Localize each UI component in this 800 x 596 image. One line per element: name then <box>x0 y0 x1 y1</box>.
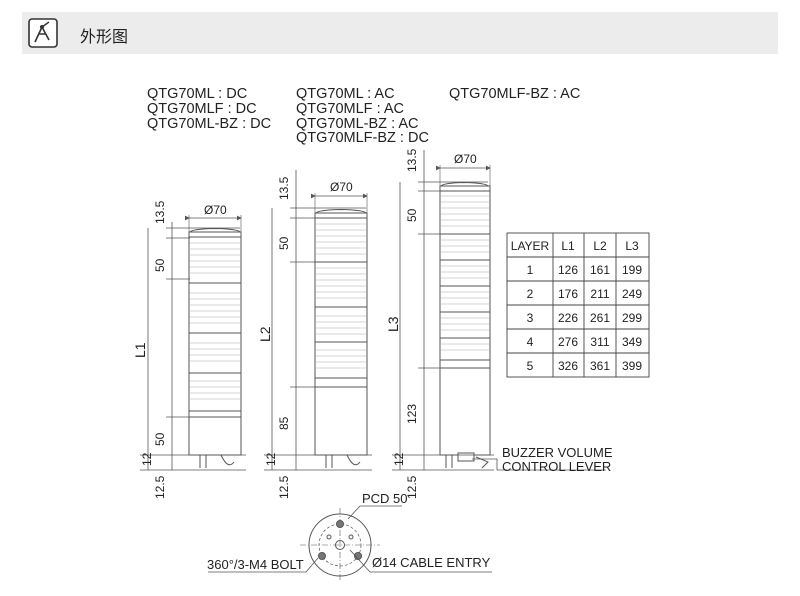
table-header: L1 <box>561 239 575 253</box>
bottom-height-label: 12.5 <box>277 475 291 499</box>
table-cell: 299 <box>622 311 642 325</box>
table-cell: 249 <box>622 287 642 301</box>
cap-height-label: 13.5 <box>405 148 419 172</box>
bottom-height-label: 12.5 <box>153 475 167 499</box>
pcd-label: PCD 50 <box>362 491 408 506</box>
base-height-label: 85 <box>277 416 291 430</box>
table-cell: 1 <box>527 263 534 277</box>
base-height-label: 123 <box>405 404 419 424</box>
table-cell: 261 <box>590 311 610 325</box>
table-cell: 2 <box>527 287 534 301</box>
table-cell: 361 <box>590 359 610 373</box>
tier-height-label: 50 <box>277 236 291 250</box>
model-label: QTG70ML : AC <box>296 86 395 102</box>
tower-1 <box>140 215 246 471</box>
foot-height-label: 12 <box>264 452 278 466</box>
bolt-label: 360°/3-M4 BOLT <box>207 557 304 572</box>
table-header: LAYER <box>511 239 550 253</box>
section-title: 外形图 <box>80 27 129 46</box>
table-cell: 4 <box>527 335 534 349</box>
tower-2-dims: Ø70 13.5 50 85 12 12.5 L2 <box>257 176 353 499</box>
bottom-height-label: 12.5 <box>405 475 419 499</box>
model-label: QTG70MLF-BZ : DC <box>296 130 429 146</box>
tower-3 <box>392 150 606 471</box>
model-labels: QTG70ML : DC QTG70MLF : DC QTG70ML-BZ : … <box>147 86 580 146</box>
tower-2 <box>264 170 372 471</box>
base-bottom-view <box>208 505 492 582</box>
length-label: L2 <box>257 326 273 342</box>
buzzer-label-line: CONTROL LEVER <box>502 459 611 474</box>
table-cell: 126 <box>558 263 578 277</box>
cap-height-label: 13.5 <box>277 176 291 200</box>
table-cell: 326 <box>558 359 578 373</box>
table-cell: 3 <box>527 311 534 325</box>
tier-height-label: 50 <box>153 258 167 272</box>
model-label: QTG70ML-BZ : DC <box>147 116 271 132</box>
buzzer-label: BUZZER VOLUME CONTROL LEVER <box>502 445 613 474</box>
base-view-labels: PCD 50 360°/3-M4 BOLT Ø14 CABLE ENTRY <box>207 491 491 572</box>
length-label: L1 <box>132 342 148 358</box>
model-label: QTG70ML-BZ : AC <box>296 116 418 132</box>
model-label: QTG70MLF-BZ : AC <box>449 86 580 102</box>
model-label: QTG70MLF : DC <box>147 101 257 117</box>
table-header: L2 <box>593 239 607 253</box>
foot-height-label: 12 <box>392 452 406 466</box>
length-label: L3 <box>385 316 401 332</box>
cap-height-label: 13.5 <box>153 200 167 224</box>
foot-height-label: 12 <box>140 452 154 466</box>
table-header: L3 <box>625 239 639 253</box>
table-cell: 349 <box>622 335 642 349</box>
layer-table-text: LAYER L1 L2 L3 1 126 161 199 2 176 211 2… <box>511 239 643 373</box>
buzzer-label-line: BUZZER VOLUME <box>502 445 613 460</box>
table-cell: 276 <box>558 335 578 349</box>
diameter-label: Ø70 <box>454 152 477 166</box>
table-cell: 161 <box>590 263 610 277</box>
table-cell: 5 <box>527 359 534 373</box>
model-label: QTG70MLF : AC <box>296 101 404 117</box>
table-cell: 199 <box>622 263 642 277</box>
table-cell: 399 <box>622 359 642 373</box>
tower-3-dims: Ø70 13.5 50 123 12 12.5 L3 <box>385 148 477 499</box>
layer-table <box>506 232 650 378</box>
diameter-label: Ø70 <box>330 180 353 194</box>
tower-1-dims: Ø70 13.5 50 50 12 12.5 L1 <box>132 200 227 499</box>
model-label: QTG70ML : DC <box>147 86 247 102</box>
table-cell: 311 <box>590 335 609 349</box>
section-header: 外形图 <box>22 12 778 54</box>
drafting-compass-icon <box>28 18 58 48</box>
tier-height-label: 50 <box>405 208 419 222</box>
diameter-label: Ø70 <box>204 203 227 217</box>
base-height-label: 50 <box>153 432 167 446</box>
table-cell: 176 <box>558 287 578 301</box>
cable-entry-label: Ø14 CABLE ENTRY <box>372 555 491 570</box>
table-cell: 211 <box>590 287 609 301</box>
table-cell: 226 <box>558 311 578 325</box>
